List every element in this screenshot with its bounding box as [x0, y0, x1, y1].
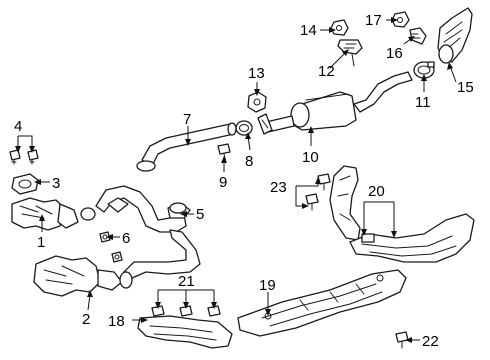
- callout-5: 5: [196, 206, 204, 223]
- part-15-tailpipe-tip[interactable]: [437, 7, 473, 64]
- part-7-intermediate-pipe[interactable]: [136, 122, 237, 172]
- part-18-heat-shield[interactable]: [137, 315, 233, 349]
- callout-15: 15: [457, 79, 474, 96]
- callout-9: 9: [219, 174, 227, 191]
- callout-16: 16: [386, 45, 403, 62]
- part-11-clamp[interactable]: [413, 61, 435, 79]
- part-12-hanger-bracket[interactable]: [337, 39, 363, 67]
- callout-19: 19: [259, 277, 276, 294]
- part-10-muffler[interactable]: [257, 71, 413, 135]
- callout-23: 23: [270, 179, 287, 196]
- callout-13: 13: [248, 65, 265, 82]
- part-16-hanger[interactable]: [409, 27, 427, 45]
- callout-2: 2: [82, 311, 90, 328]
- callout-3: 3: [52, 175, 60, 192]
- part-6-nut[interactable]: [99, 231, 123, 263]
- callout-4: 4: [14, 118, 22, 135]
- callout-14: 14: [300, 22, 317, 39]
- part-14-isolator[interactable]: [330, 19, 349, 36]
- part-1-catalytic-converter-left[interactable]: [11, 197, 96, 231]
- callout-1: 1: [37, 234, 45, 251]
- callout-labels: 1 2 3 4 5 6 7 8 9 10 11 12 13 14 15 16 1…: [14, 12, 474, 350]
- part-19-heat-shield[interactable]: [237, 269, 407, 337]
- leader-arrowheads: [15, 17, 453, 343]
- part-23-bolts[interactable]: [305, 173, 331, 211]
- callout-22: 22: [422, 333, 439, 350]
- callout-12: 12: [318, 63, 335, 80]
- callout-10: 10: [302, 149, 319, 166]
- part-8-gasket[interactable]: [235, 120, 253, 136]
- callout-7: 7: [183, 111, 191, 128]
- part-21-bolts[interactable]: [151, 305, 221, 317]
- callout-8: 8: [245, 153, 253, 170]
- callout-20: 20: [368, 183, 385, 200]
- callout-18: 18: [108, 313, 125, 330]
- part-4-studs[interactable]: [9, 149, 39, 165]
- part-2-catalytic-converter-right[interactable]: [33, 255, 133, 297]
- part-3-gasket[interactable]: [11, 173, 39, 195]
- callout-17: 17: [365, 12, 382, 29]
- part-20-heat-shield[interactable]: [329, 165, 475, 263]
- callout-6: 6: [122, 230, 130, 247]
- part-5-y-pipe[interactable]: [95, 185, 201, 279]
- callout-11: 11: [415, 94, 431, 111]
- callout-21: 21: [178, 273, 195, 290]
